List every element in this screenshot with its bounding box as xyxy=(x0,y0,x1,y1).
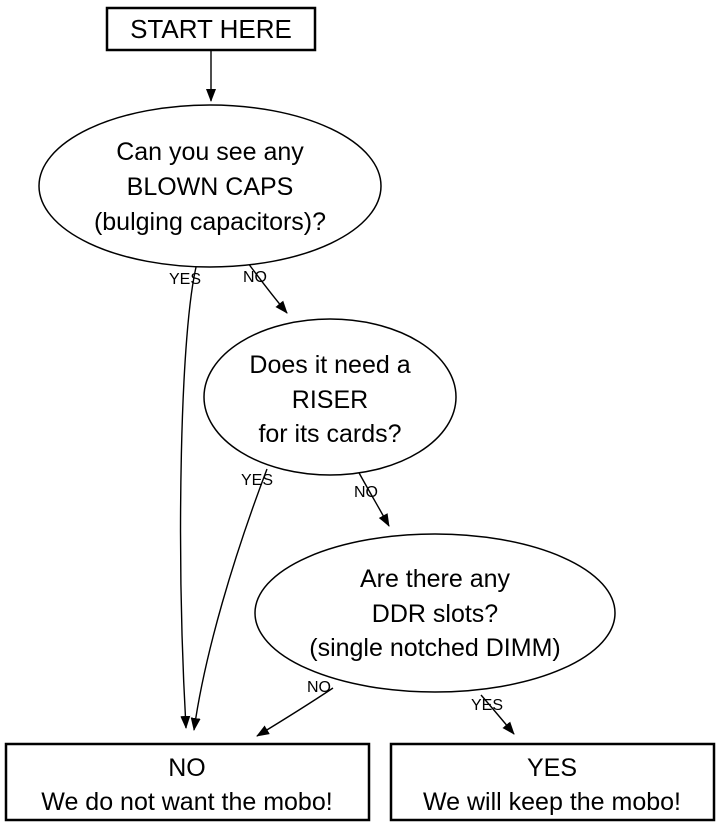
edge-riser-yes-to-reject xyxy=(190,468,268,731)
edge-riser-no-to-ddr xyxy=(357,470,390,527)
outcome-keep-node xyxy=(389,742,716,822)
question-ddr-line1: Are there any xyxy=(360,565,511,593)
question-blown-caps-line2: BLOWN CAPS xyxy=(127,173,294,201)
edge-caps-no-to-riser xyxy=(244,258,288,314)
question-riser-node xyxy=(203,318,457,476)
edge-ddr-no-to-reject xyxy=(256,687,334,737)
caps-yes-edge-label: YES xyxy=(169,271,201,288)
outcome-keep-detail: We will keep the mobo! xyxy=(423,788,681,816)
edge-caps-yes-to-reject xyxy=(179,262,198,729)
outcome-reject-detail: We do not want the mobo! xyxy=(41,788,332,816)
question-riser-line1: Does it need a xyxy=(249,351,410,379)
caps-no-edge-label: NO xyxy=(243,269,267,286)
question-blown-caps-node xyxy=(38,104,382,268)
ddr-yes-edge-label: YES xyxy=(471,697,503,714)
outcome-reject-node xyxy=(4,742,371,822)
question-riser-line3: for its cards? xyxy=(258,420,401,448)
ddr-no-edge-label: NO xyxy=(307,679,331,696)
edge-ddr-yes-to-keep xyxy=(480,694,515,735)
question-ddr-node xyxy=(254,533,616,693)
start-node-label: START HERE xyxy=(130,14,292,44)
question-blown-caps-line1: Can you see any xyxy=(116,138,304,166)
question-blown-caps-line3: (bulging capacitors)? xyxy=(94,208,326,236)
riser-no-edge-label: NO xyxy=(354,484,378,501)
outcome-keep-title: YES xyxy=(527,754,577,782)
question-riser-line2: RISER xyxy=(292,386,368,414)
start-node xyxy=(105,6,317,52)
question-ddr-line2: DDR slots? xyxy=(372,600,498,628)
riser-yes-edge-label: YES xyxy=(241,472,273,489)
question-ddr-line3: (single notched DIMM) xyxy=(309,634,560,662)
outcome-reject-title: NO xyxy=(168,754,206,782)
